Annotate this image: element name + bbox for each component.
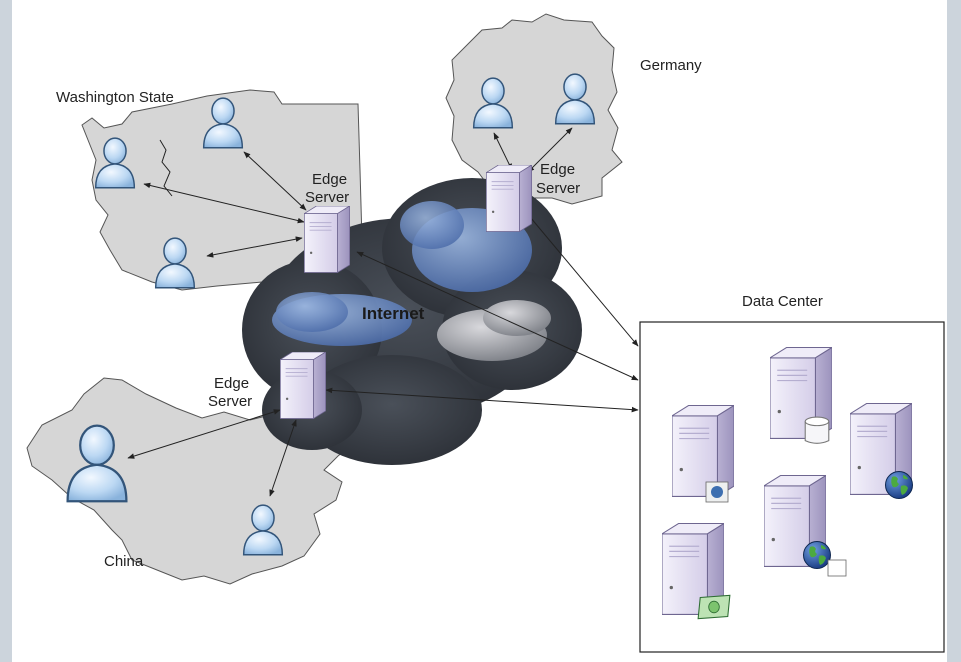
- germany-map: [445, 13, 623, 205]
- region-label-china: China: [104, 553, 144, 570]
- internet-label: Internet: [362, 304, 425, 323]
- network-diagram: Internet Washington State Germany China …: [26, 13, 945, 653]
- connection-lines: [127, 127, 639, 497]
- edge-server-label-line1: Edge: [312, 171, 347, 188]
- edge-server-label-line1: Edge: [214, 375, 249, 392]
- region-label-washington: Washington State: [56, 89, 174, 106]
- edge-server-label-line2: Server: [208, 393, 252, 410]
- document-icon: [827, 559, 847, 577]
- globe-icon: [885, 471, 913, 499]
- region-label-germany: Germany: [640, 57, 702, 74]
- edge-server-washington: [304, 206, 350, 273]
- data-center-label: Data Center: [742, 293, 823, 310]
- edge-server-label-line1: Edge: [540, 161, 575, 178]
- database-icon: [804, 416, 830, 444]
- edge-server-germany: [486, 165, 532, 232]
- edge-server-label-line2: Server: [536, 180, 580, 197]
- edge-server-china: [280, 352, 326, 419]
- money-icon: [697, 594, 731, 620]
- globe-icon: [803, 541, 831, 569]
- diagram-frame: Internet Washington State Germany China …: [12, 0, 947, 662]
- globe-icon: [711, 486, 723, 498]
- edge-server-label-line2: Server: [305, 189, 349, 206]
